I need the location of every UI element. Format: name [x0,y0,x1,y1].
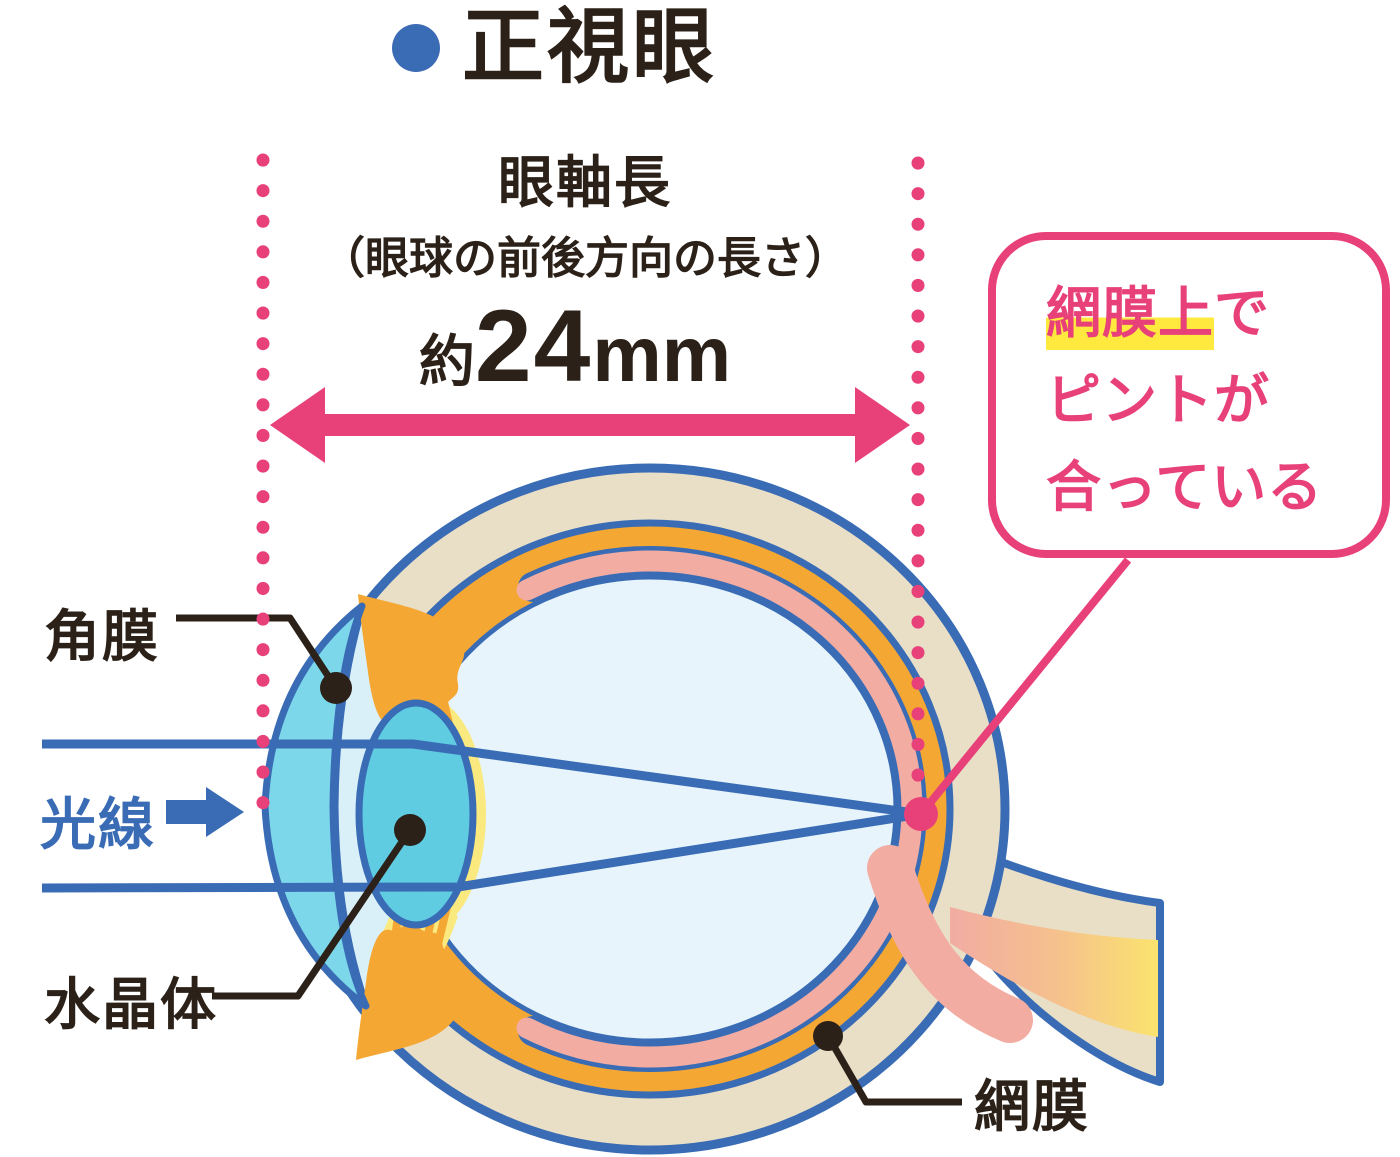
cornea-label: 角膜 [44,605,160,668]
retina-pointer [824,1034,962,1106]
cornea-pointer-dot [320,672,352,704]
bubble-line-2: ピントが [1046,369,1271,431]
axial-length-value: 約 24 mm [419,288,731,405]
label-pointers [176,614,962,1106]
axial-value-unit: mm [592,310,732,398]
bubble-line-1-rest: で [1214,282,1271,344]
cornea-pointer [176,614,339,690]
retina-funnel [867,845,1033,1043]
lens-shape [355,699,477,929]
axial-value-number: 24 [474,289,593,403]
ciliary-body-top [358,594,465,732]
retina-pointer-dot [813,1021,843,1051]
light-ray-label: 光線 [40,793,156,856]
lens-pointer [212,828,413,1000]
page-title: 正視眼 [462,2,718,93]
lens-pointer-dot [394,814,426,846]
title-bullet-icon [392,24,440,72]
axial-length-sublabel: （眼球の前後方向の長さ） [321,234,849,283]
light-ray-arrow-icon [166,787,244,837]
axial-length-label: 眼軸長 [498,151,672,214]
light-ray-top [42,739,922,819]
bubble-line-1: 網膜上で [1046,270,1382,357]
ciliary-body-bottom [356,922,463,1060]
light-ray-bottom [41,809,922,893]
bubble-connector-line [917,557,1132,817]
bubble-highlight-text: 網膜上 [1046,282,1215,350]
lens-label: 水晶体 [44,973,218,1036]
focus-callout-bubble: 網膜上で ピントが 合っている [988,232,1390,558]
focal-point-dot [904,797,938,831]
bubble-line-3: 合っている [1046,456,1324,518]
optic-nerve-core [950,907,1158,1037]
page-title-row: 正視眼 [392,2,717,94]
axial-value-prefix: 約 [418,330,475,393]
retina-label: 網膜 [974,1075,1090,1138]
cornea-shape [261,602,370,1010]
axial-length-arrow [270,387,910,463]
